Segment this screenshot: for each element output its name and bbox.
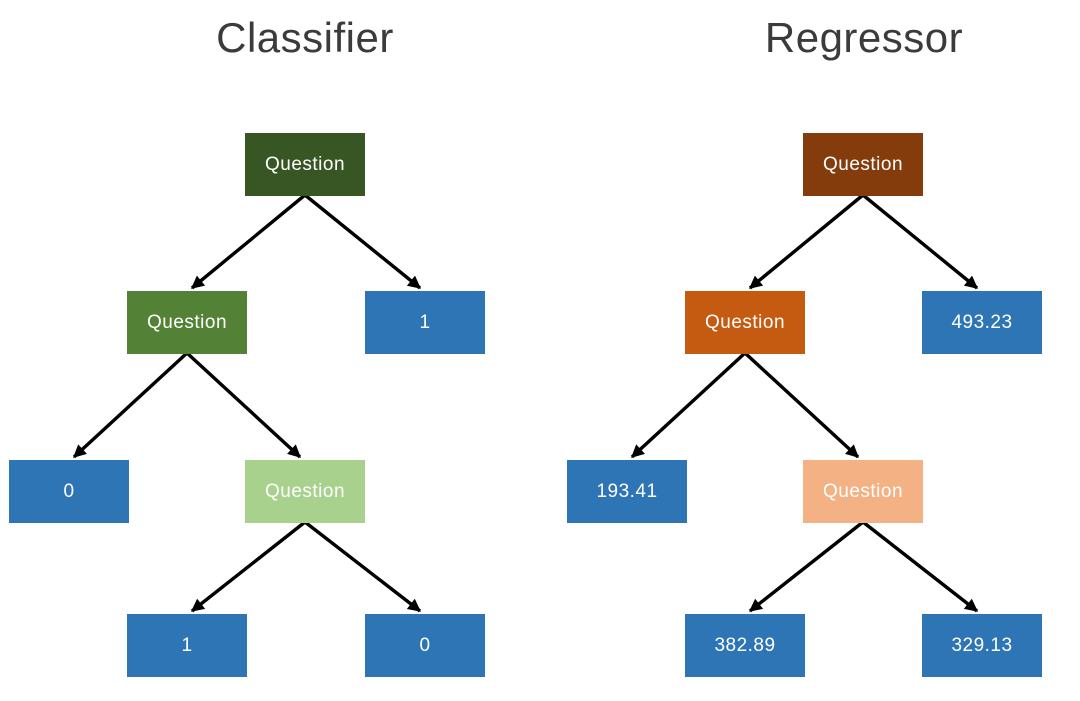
edge-arrow-regressor-q3-leaf-c (748, 520, 865, 613)
tree-node-regressor-leaf-c: 382.89 (685, 614, 805, 677)
edge-arrow-regressor-q3-leaf-d (861, 520, 979, 613)
edge-arrow-regressor-root-leaf-a (861, 193, 979, 290)
edge-arrow-regressor-root-q2 (748, 193, 865, 290)
tree-node-regressor-leaf-d: 329.13 (922, 614, 1042, 677)
edge-arrow-classifier-q2-q3 (185, 351, 302, 459)
tree-node-classifier-root: Question (245, 133, 365, 196)
edge-arrow-classifier-q3-leaf-1b (190, 520, 307, 613)
edge-arrow-regressor-q2-q3 (743, 351, 860, 459)
tree-node-classifier-q3: Question (245, 460, 365, 523)
edge-arrow-classifier-q2-leaf-0a (72, 351, 189, 459)
classifier-title: Classifier (216, 14, 394, 61)
tree-node-classifier-leaf-0a: 0 (9, 460, 129, 523)
edge-arrow-classifier-root-leaf-1a (303, 193, 422, 290)
tree-node-classifier-leaf-1b: 1 (127, 614, 247, 677)
tree-node-regressor-leaf-b: 193.41 (567, 460, 687, 523)
regressor-title: Regressor (764, 14, 964, 61)
tree-node-regressor-leaf-a: 493.23 (922, 291, 1042, 354)
edge-arrow-classifier-root-q2 (190, 193, 307, 290)
tree-node-regressor-q2: Question (685, 291, 805, 354)
tree-node-regressor-q3: Question (803, 460, 923, 523)
tree-node-classifier-leaf-0b: 0 (365, 614, 485, 677)
tree-node-classifier-q2: Question (127, 291, 247, 354)
tree-node-classifier-leaf-1a: 1 (365, 291, 485, 354)
edge-arrow-classifier-q3-leaf-0b (303, 520, 422, 613)
tree-node-regressor-root: Question (803, 133, 923, 196)
edge-arrow-regressor-q2-leaf-b (630, 351, 747, 459)
